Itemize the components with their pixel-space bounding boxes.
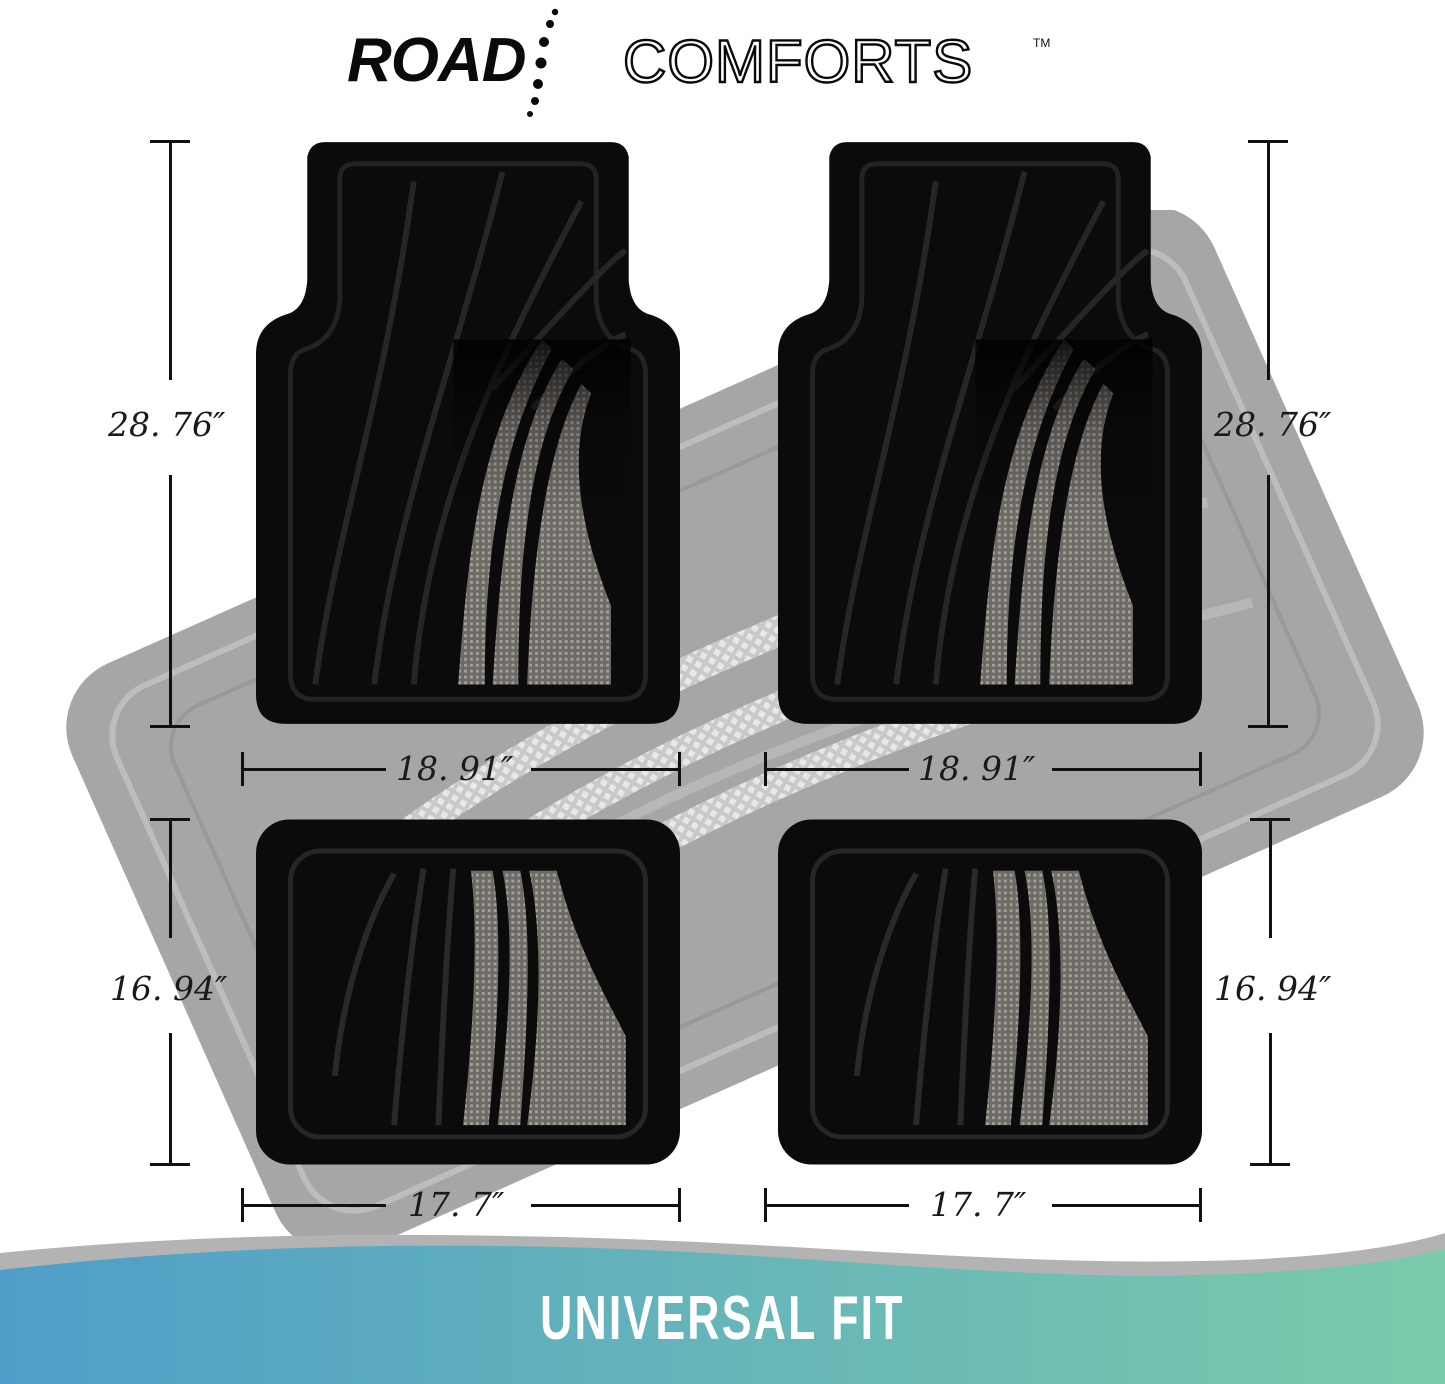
rear-right-width-label: 17. 7″ (930, 1185, 1027, 1224)
rear-left-height-dimension (150, 818, 190, 1166)
front-left-width-dimension (241, 752, 681, 786)
brand-logo-road: ROAD (347, 26, 527, 95)
trademark-symbol: TM (1033, 36, 1051, 50)
front-right-height-dimension (1248, 140, 1288, 728)
front-right-width-dimension (764, 752, 1202, 786)
rear-right-width-dimension (764, 1188, 1202, 1222)
front-left-height-label: 28. 76″ (108, 405, 226, 444)
rear-left-mat (256, 818, 680, 1166)
front-right-width-label: 18. 91″ (918, 749, 1036, 788)
rear-left-height-label: 16. 94″ (110, 969, 228, 1008)
universal-fit-banner (0, 1233, 1445, 1384)
front-left-height-dimension (150, 140, 190, 728)
front-left-mat (256, 140, 680, 726)
logo-dots-icon (527, 8, 559, 117)
front-right-mat (778, 140, 1202, 726)
front-left-width-label: 18. 91″ (396, 749, 514, 788)
rear-right-height-label: 16. 94″ (1214, 969, 1332, 1008)
rear-left-width-label: 17. 7″ (408, 1185, 505, 1224)
rear-right-height-dimension (1250, 818, 1290, 1166)
front-right-height-label: 28. 76″ (1214, 405, 1332, 444)
rear-right-mat (778, 818, 1202, 1166)
rear-left-width-dimension (241, 1188, 681, 1222)
banner-title: UNIVERSAL FIT (540, 1284, 905, 1353)
brand-logo-comforts: COMFORTS (622, 28, 974, 95)
brand-logo: ROAD COMFORTS TM (345, 8, 1065, 118)
